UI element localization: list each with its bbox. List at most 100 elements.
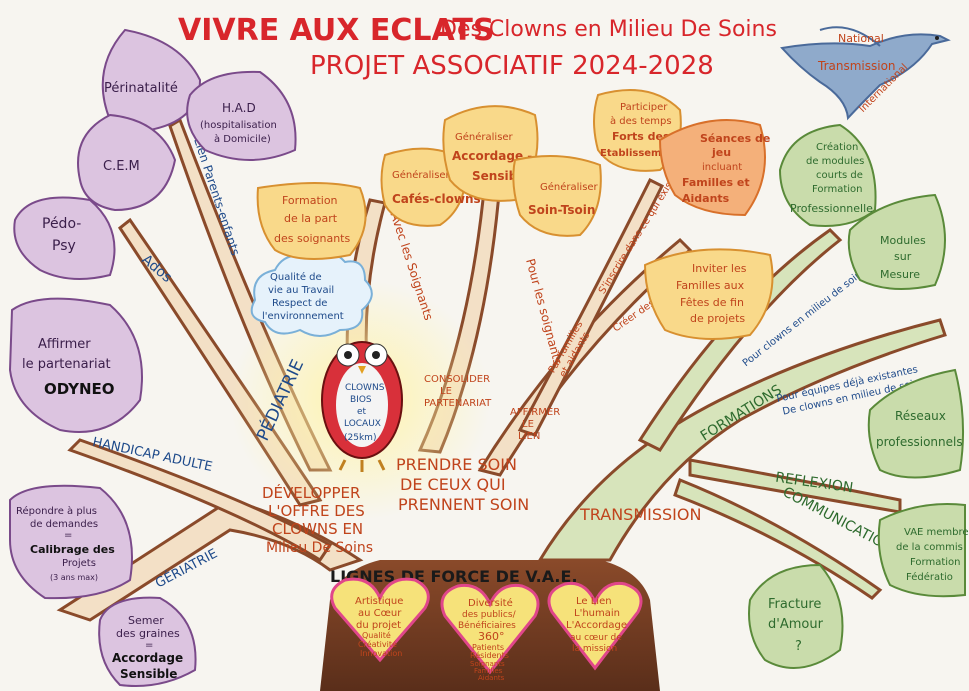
heart-1-line-4: Qualité (362, 630, 391, 640)
heart-2-line-3: Bénéficiaires (458, 620, 516, 631)
heart-3-line-5: la mission (572, 644, 617, 654)
leaf-g1-line-2: de modules (806, 156, 864, 167)
label-developper-4: Milieu De Soins (266, 540, 373, 556)
leaf-y7-line-4: de projets (690, 312, 745, 325)
leaf-fetes: Inviter les Familles aux Fêtes de fin de… (643, 248, 774, 340)
heart-2-line-7: Soignants (470, 660, 505, 668)
leaf-g5-line-2: d'Amour (768, 617, 824, 632)
leaf-perinatalite: Périnatalité (101, 28, 202, 132)
leaf-g4-line-4: Fédératio (906, 571, 953, 583)
leaf-y7-line-2: Familles aux (676, 279, 745, 292)
leaf-g5-line-3: ? (795, 639, 802, 654)
owl-text-2: BIOS (350, 395, 372, 405)
trunk-title: LIGNES DE FORCE DE V.A.E. (330, 567, 578, 586)
leaf-y3-line-2: Accordage - (452, 149, 532, 163)
leaf-y3-line-1: Généraliser (455, 131, 514, 143)
leaf-had: H.A.D (hospitalisation à Domicile) (186, 70, 297, 161)
bird-icon: National Transmission International (780, 26, 951, 121)
leaf-p4-line-2: Psy (52, 238, 76, 254)
label-affirmer-2: LE (522, 419, 534, 430)
heart-2-line-9: Aidants (478, 674, 505, 682)
leaf-p5-line-2: le partenariat (22, 357, 111, 372)
leaf-y7-line-3: Fêtes de fin (680, 296, 744, 309)
label-developper-3: CLOWNS EN (272, 520, 363, 538)
leaf-pedo-psy: Pédo- Psy (13, 196, 116, 280)
leaf-p5-line-1: Affirmer (38, 337, 91, 352)
label-developper-1: DÉVELOPPER (262, 483, 360, 502)
leaf-cafes-clowns: Généraliser Cafés-clowns (380, 147, 481, 227)
leaf-p6-line-1: Répondre à plus (16, 505, 97, 517)
leaf-p6-line-3: = (64, 530, 72, 541)
leaf-cem: C.E.M (77, 113, 177, 212)
leaf-y5-line-2: à des temps (610, 115, 672, 127)
cloud-text-2: vie au Travail (268, 285, 334, 296)
heart-3-line-2: L'humain (574, 608, 620, 619)
heart-2-line-2: des publics/ (462, 610, 517, 620)
leaf-y5-line-1: Participer (620, 102, 668, 113)
label-affirmer-1: AFFIRMER (510, 407, 560, 418)
bird-label-transmission: Transmission (817, 59, 896, 73)
heart-2-line-6: Résidents (470, 650, 509, 660)
leaf-p4-line-1: Pédo- (42, 216, 81, 232)
label-affirmer-3: LIEN (518, 431, 540, 442)
leaf-g2-line-1: Modules (880, 234, 926, 247)
leaf-p7-line-5: Sensible (120, 667, 177, 681)
heart-2-line-4: 360° (478, 630, 505, 643)
owl-text-1: CLOWNS (345, 383, 385, 393)
owl-text-5: (25km) (344, 433, 376, 443)
leaf-p1-line-1: Périnatalité (104, 81, 178, 96)
heart-2-line-8: Familles (474, 667, 503, 675)
leaf-temps-forts: Participer à des temps Forts des Etablis… (593, 89, 686, 172)
leaf-g2-line-3: Mesure (880, 268, 920, 281)
label-prendre-soin-2: DE CEUX QUI (400, 475, 506, 494)
heart-3-line-4: au cœur de (570, 633, 622, 643)
heart-3-line-1: Le Lien (576, 596, 612, 607)
leaf-g3-line-1: Réseaux (895, 409, 946, 423)
heart-diversite: Diversité des publics/ Bénéficiaires 360… (440, 583, 540, 682)
leaf-g1-line-5: Professionnelle (790, 202, 873, 215)
cloud-text-1: Qualité de (270, 271, 322, 283)
leaf-p5-line-3: ODYNEO (44, 380, 115, 398)
heart-1-line-5: Créativité (358, 639, 397, 649)
leaf-g3-line-2: professionnels (876, 435, 963, 449)
heart-1-line-2: au Cœur (358, 608, 402, 619)
label-consolider-1: CONSOLIDER (424, 374, 490, 385)
leaf-vae-membre: VAE membre de la commis Formation Fédéra… (877, 503, 969, 598)
leaf-g4-line-3: Formation (910, 557, 960, 568)
cloud-text-4: l'environnement (262, 311, 344, 322)
heart-1-line-3: du projet (356, 620, 401, 631)
heart-1-line-1: Artistique (355, 596, 403, 607)
leaf-y6-line-3: incluant (702, 162, 742, 173)
cloud: Qualité de vie au Travail Respect de l'e… (250, 251, 373, 337)
leaf-y7-line-1: Inviter les (692, 262, 747, 275)
leaf-g1-line-1: Création (816, 141, 858, 153)
leaf-y5-line-4: Etablissements (600, 148, 686, 159)
label-prendre-soin-1: PRENDRE SOIN (396, 455, 517, 474)
leaf-p3-line-1: C.E.M (103, 159, 140, 174)
leaf-odyneo: Affirmer le partenariat ODYNEO (8, 297, 143, 433)
leaf-y6-line-2: jeu (711, 146, 731, 159)
label-prendre-soin-3: PRENNENT SOIN (398, 495, 529, 514)
leaf-g4-line-1: VAE membre (904, 527, 969, 538)
heart-lien: Le Lien L'humain L'Accordage au cœur de … (547, 581, 643, 671)
leaf-p7-line-2: des graines (116, 627, 180, 640)
leaf-y6-line-5: Aidants (682, 192, 730, 205)
leaf-reseaux: Réseaux professionnels (867, 368, 965, 479)
leaf-p7-line-1: Semer (128, 614, 164, 627)
leaf-p7-line-4: Accordage (112, 651, 183, 665)
leaf-y1-line-1: Formation (282, 194, 338, 207)
leaf-y5-line-3: Forts des (612, 130, 670, 143)
label-developper-2: L'OFFRE DES (268, 502, 365, 520)
leaf-p2-line-2: (hospitalisation (200, 120, 277, 131)
subtitle: Des Clowns en Milieu De Soins (440, 17, 777, 42)
leaf-y4-line-1: Généraliser (540, 181, 599, 193)
leaf-p6-line-4: Calibrage des (30, 543, 115, 556)
leaf-fracture: Fracture d'Amour ? (748, 563, 844, 669)
leaf-semer: Semer des graines = Accordage Sensible (98, 596, 197, 687)
leaf-p6-line-5: Projets (62, 558, 96, 569)
owl-icon: CLOWNS BIOS et LOCAUX (25km) (321, 341, 403, 472)
owl-text-4: LOCAUX (344, 419, 381, 429)
leaf-y6-line-1: Séances de (700, 132, 770, 145)
leaf-p2-line-3: à Domicile) (214, 133, 271, 145)
